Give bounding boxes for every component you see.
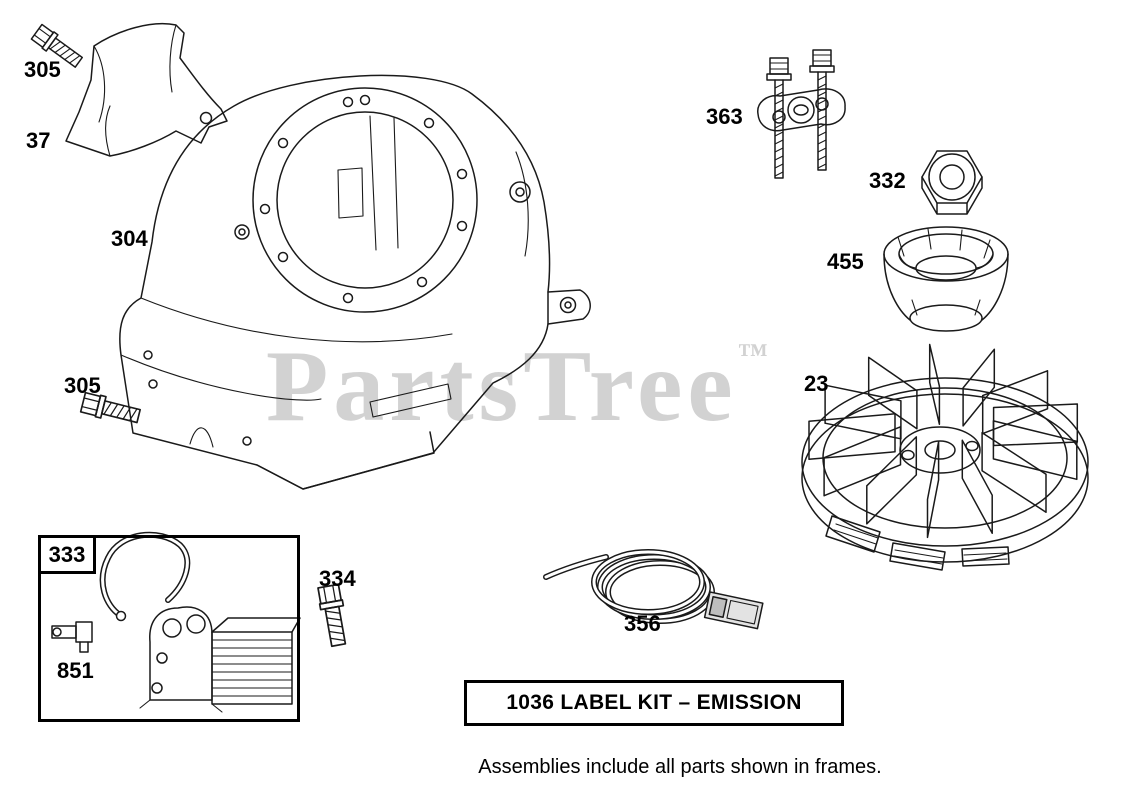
part-label-455[interactable]: 455 — [827, 249, 864, 274]
nut-332-drawing — [921, 150, 983, 215]
part-label-356[interactable]: 356 — [624, 611, 661, 636]
watermark: PartsTree™ — [266, 336, 768, 438]
part-label-37[interactable]: 37 — [26, 128, 51, 153]
part-label-23[interactable]: 23 — [804, 371, 829, 396]
label-kit-box: 1036 LABEL KIT – EMISSION — [464, 680, 844, 726]
blower-housing-304-drawing — [119, 74, 591, 490]
footer-note: Assemblies include all parts shown in fr… — [478, 756, 882, 778]
armature-coil-drawing — [99, 531, 301, 713]
wire-356-drawing — [543, 549, 764, 630]
part-label-305-left[interactable]: 305 — [64, 373, 101, 398]
part-label-332[interactable]: 332 — [869, 168, 906, 193]
cup-455-drawing — [883, 226, 1009, 332]
frame-label-333[interactable]: 333 — [38, 535, 96, 574]
trademark-symbol: ™ — [737, 338, 768, 371]
assembly-frame-333 — [38, 535, 300, 722]
terminal-851-drawing — [51, 621, 93, 653]
part-label-305-top[interactable]: 305 — [24, 57, 61, 82]
label-kit-text: 1036 LABEL KIT – EMISSION — [506, 691, 802, 714]
part-label-851[interactable]: 851 — [57, 658, 94, 683]
watermark-text: PartsTree — [266, 330, 738, 443]
flywheel-23-drawing — [801, 343, 1089, 571]
part-label-304[interactable]: 304 — [111, 226, 148, 251]
part-label-334[interactable]: 334 — [319, 566, 356, 591]
clutch-363-drawing — [757, 49, 846, 179]
part-label-363[interactable]: 363 — [706, 104, 743, 129]
guard-37-drawing — [65, 22, 228, 157]
bolt-334-drawing — [316, 583, 351, 648]
